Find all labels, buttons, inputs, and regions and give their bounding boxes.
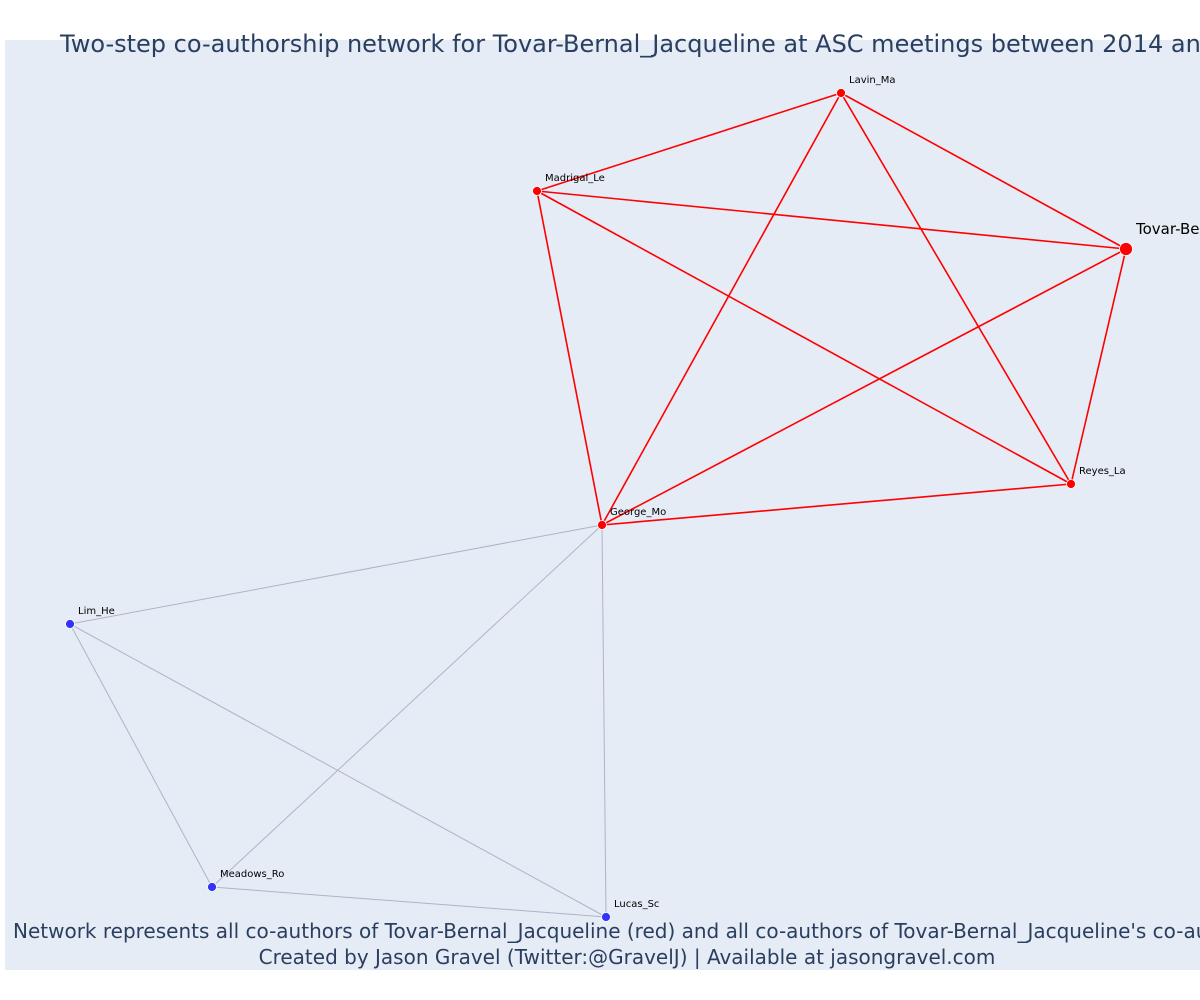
node-label-Lucas_Sc: Lucas_Sc (614, 899, 659, 910)
edge-George_Mo-Lucas_Sc (601, 524, 607, 918)
edge-Lavin_Ma-Tovar-Bernal_Jacqueline (840, 92, 1127, 250)
edge-Madrigal_Le-Reyes_La (536, 190, 1072, 485)
node-label-Meadows_Ro: Meadows_Ro (220, 869, 284, 880)
node-Lavin_Ma[interactable] (836, 88, 846, 98)
edge-Madrigal_Le-Tovar-Bernal_Jacqueline (536, 190, 1127, 250)
edge-George_Mo-Meadows_Ro (211, 524, 603, 888)
edge-Lim_He-Lucas_Sc (69, 623, 607, 918)
edge-Reyes_La-Tovar-Bernal_Jacqueline (1070, 248, 1127, 485)
edge-Lim_He-Meadows_Ro (69, 623, 213, 888)
node-label-Lim_He: Lim_He (78, 606, 115, 617)
node-label-layer: Tovar-Bernal_Jacqueline Lavin_MaMadrigal_… (78, 75, 1200, 910)
node-layer (65, 88, 1133, 922)
node-Tovar-Bernal_Jacqueline[interactable] (1119, 242, 1133, 256)
node-Madrigal_Le[interactable] (532, 186, 542, 196)
caption-line-1: Network represents all co-authors of Tov… (13, 919, 1200, 943)
edge-Lavin_Ma-Reyes_La (840, 92, 1072, 485)
edge-Lavin_Ma-Madrigal_Le (536, 92, 842, 192)
node-label-Lavin_Ma: Lavin_Ma (849, 75, 896, 86)
edge-Meadows_Ro-Lucas_Sc (211, 886, 607, 918)
edge-George_Mo-Tovar-Bernal_Jacqueline (601, 248, 1127, 526)
edge-layer (69, 92, 1127, 918)
caption-line-2: Created by Jason Gravel (Twitter:@Gravel… (259, 945, 996, 969)
node-Reyes_La[interactable] (1066, 479, 1076, 489)
node-Lucas_Sc[interactable] (601, 912, 611, 922)
edge-George_Mo-Lim_He (69, 524, 603, 625)
node-label-Tovar-Bernal_Jacqueline: Tovar-Bernal_Jacqueline (1135, 220, 1200, 239)
edge-Lavin_Ma-George_Mo (601, 92, 842, 526)
node-label-Reyes_La: Reyes_La (1079, 466, 1126, 477)
node-George_Mo[interactable] (597, 520, 607, 530)
node-label-Madrigal_Le: Madrigal_Le (545, 173, 605, 184)
plot-background (5, 40, 1200, 970)
edge-George_Mo-Reyes_La (601, 483, 1072, 526)
node-Meadows_Ro[interactable] (207, 882, 217, 892)
chart-title: Two-step co-authorship network for Tovar… (59, 30, 1200, 58)
node-Lim_He[interactable] (65, 619, 75, 629)
edge-Madrigal_Le-George_Mo (536, 190, 603, 526)
node-label-George_Mo: George_Mo (610, 507, 666, 518)
